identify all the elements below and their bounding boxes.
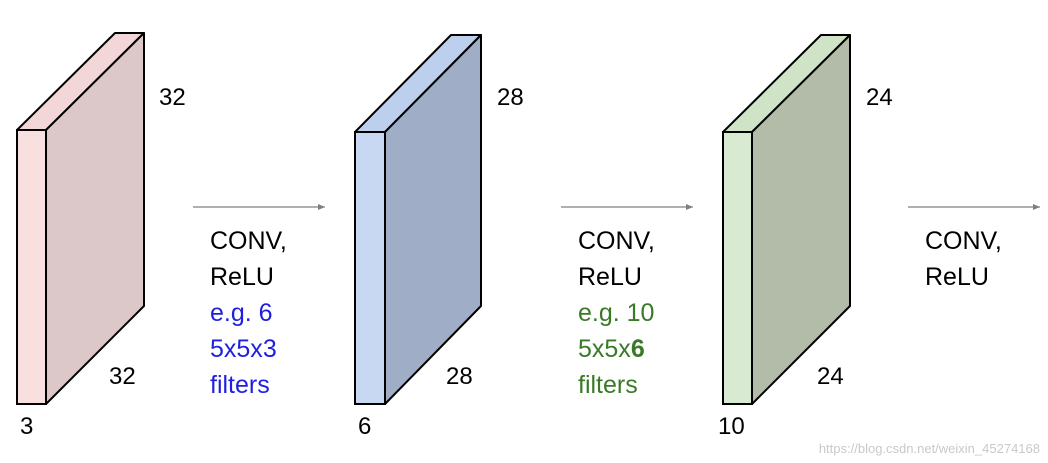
conv2-output-height-label: 24: [866, 84, 893, 111]
conv1-output-depth-label: 6: [358, 413, 372, 440]
step-1-filter-depth: 3: [262, 335, 277, 363]
watermark-url: https://blog.csdn.net/weixin_45274168: [818, 441, 1040, 456]
step-2-example-count: e.g. 10: [578, 299, 655, 327]
step-1-filters-word: filters: [210, 371, 270, 399]
conv1-output-front-face: [354, 131, 386, 405]
input-volume-front-face: [16, 129, 47, 405]
conv2-output-width-label: 24: [817, 363, 844, 390]
conv-step-1-text: CONV, ReLU e.g. 6 5x5x3 filters: [210, 223, 287, 403]
conv1-output-width-label: 28: [446, 363, 473, 390]
conv2-output-volume-block: [722, 34, 851, 405]
step-1-filter-size: 5x5x3: [210, 331, 287, 367]
input-volume-height-label: 32: [159, 84, 186, 111]
conv2-output-front-face: [722, 131, 753, 405]
step-1-example-count: e.g. 6: [210, 299, 273, 327]
conv2-output-depth-label: 10: [718, 413, 745, 440]
step-1-op-line2: ReLU: [210, 263, 274, 291]
step-1-op-line1: CONV,: [210, 227, 287, 255]
input-volume-depth-label: 3: [20, 413, 34, 440]
step-3-op-line2: ReLU: [925, 263, 989, 291]
conv1-output-volume-block: [354, 34, 482, 405]
input-volume-width-label: 32: [109, 363, 136, 390]
step-2-filter-prefix: 5x5x: [578, 335, 631, 363]
step-2-filter-size: 5x5x6: [578, 331, 655, 367]
input-volume-block: [16, 32, 145, 405]
conv-step-2-text: CONV, ReLU e.g. 10 5x5x6 filters: [578, 223, 655, 403]
conv1-output-height-label: 28: [497, 84, 524, 111]
conv-step-3-text: CONV, ReLU: [925, 223, 1002, 295]
step-2-filters-word: filters: [578, 371, 638, 399]
step-3-op-line1: CONV,: [925, 227, 1002, 255]
step-2-op-line2: ReLU: [578, 263, 642, 291]
step-2-filter-depth: 6: [630, 335, 645, 363]
step-2-op-line1: CONV,: [578, 227, 655, 255]
step-1-filter-prefix: 5x5x: [210, 335, 263, 363]
